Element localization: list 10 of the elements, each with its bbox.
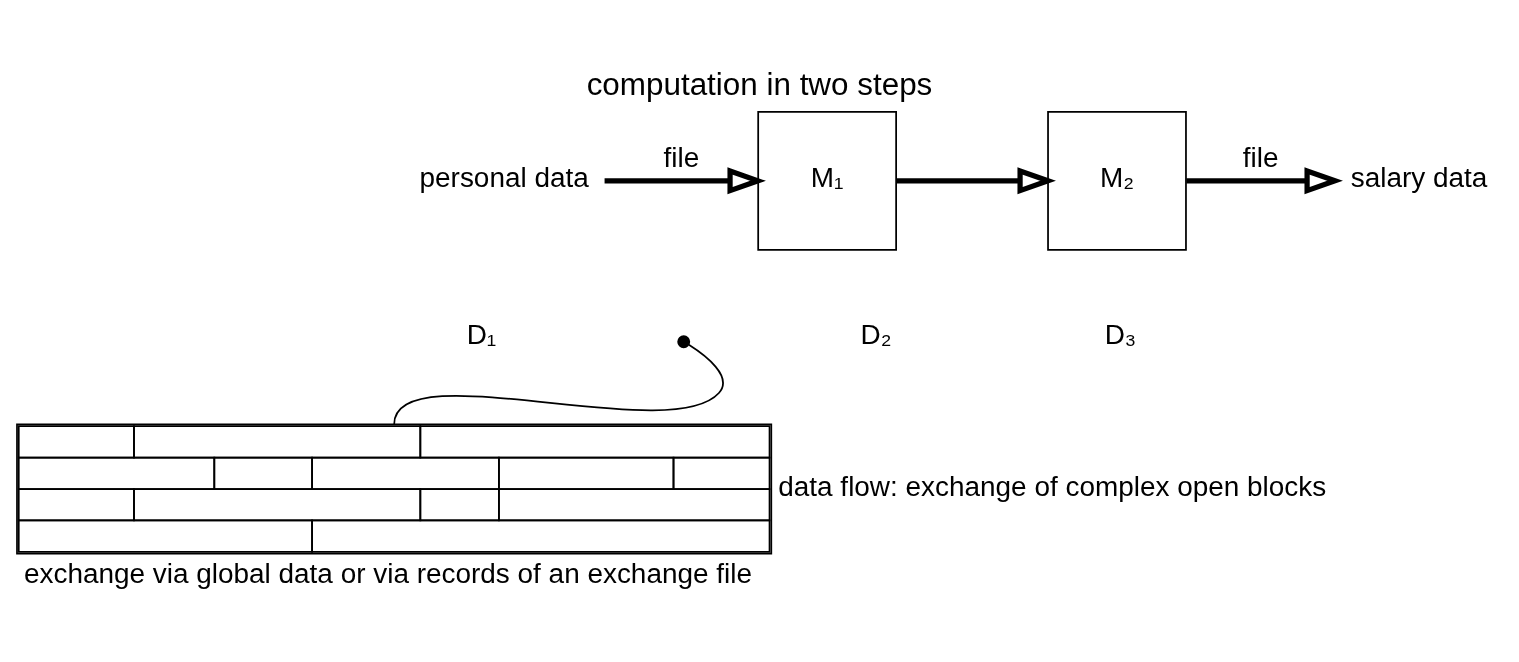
node-text: salary data [1350,162,1488,194]
node-label: data flow: exchange of complex open blocks [778,470,1327,502]
node-label: exchange via global data or via records of an exchange file [23,557,752,589]
diagram-title: computation in two steps [586,67,933,103]
node-text: personal data [419,162,589,194]
label: D₃ [1104,318,1137,350]
edge-label: file [663,141,700,173]
edge-label: file [1242,141,1279,173]
label: D₂ [860,318,892,350]
label: D₁ [466,318,497,350]
